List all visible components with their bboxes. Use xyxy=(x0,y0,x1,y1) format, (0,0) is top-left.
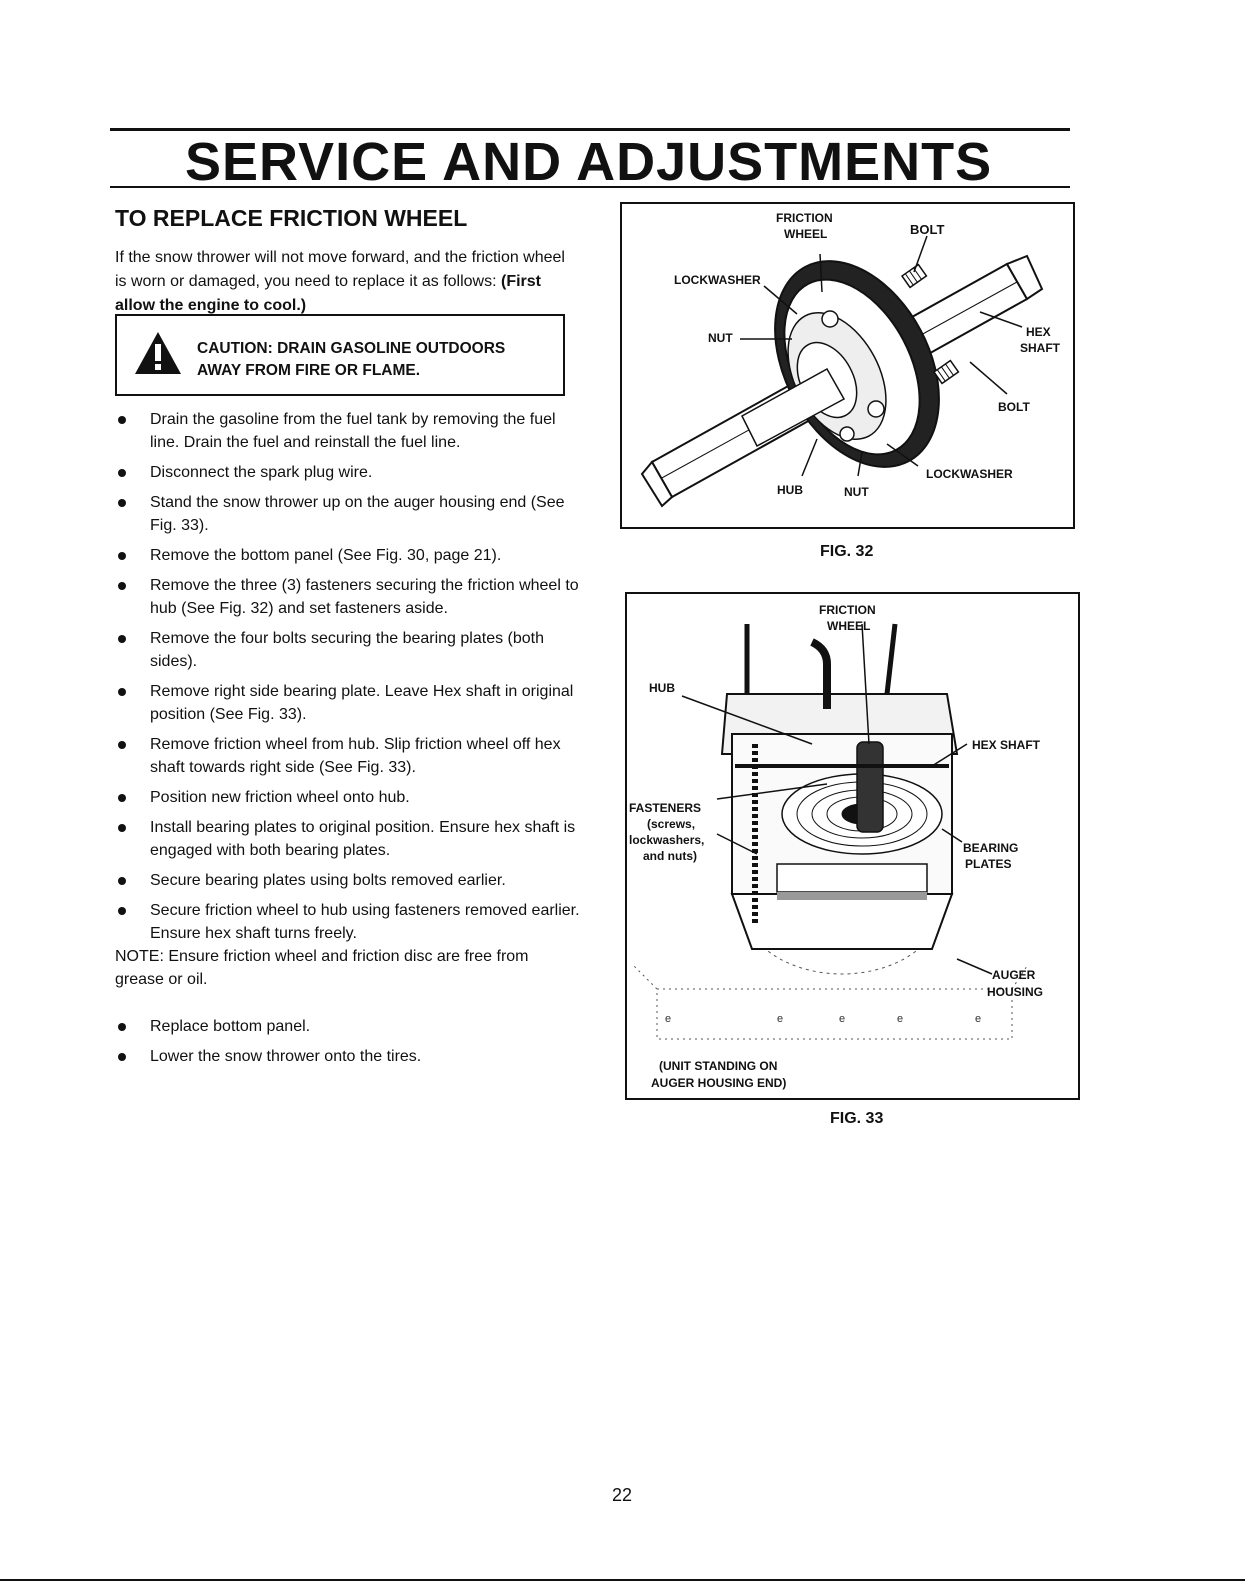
page-number: 22 xyxy=(612,1485,633,1505)
final-instruction-list: Replace bottom panel. Lower the snow thr… xyxy=(115,1015,580,1075)
label-bolt-right: BOLT xyxy=(998,400,1030,414)
intro-paragraph: If the snow thrower will not move forwar… xyxy=(115,246,575,318)
caution-line-1: CAUTION: DRAIN GASOLINE OUTDOORS xyxy=(197,340,506,357)
label-shaft: SHAFT xyxy=(1020,341,1061,355)
label-unit-standing-1: (UNIT STANDING ON xyxy=(659,1059,777,1073)
label-nut-left: NUT xyxy=(708,331,733,345)
list-item: Lower the snow thrower onto the tires. xyxy=(115,1045,580,1068)
list-item: Secure friction wheel to hub using faste… xyxy=(115,899,580,945)
figure-33: e e e e e FRICTION xyxy=(625,592,1080,1100)
top-rule xyxy=(110,128,1070,131)
label-fasteners: FASTENERS xyxy=(629,801,701,815)
note-text: NOTE: Ensure friction wheel and friction… xyxy=(115,948,529,988)
bottom-rule xyxy=(0,1579,1245,1581)
list-item: Secure bearing plates using bolts remove… xyxy=(115,869,580,892)
label-screws: (screws, xyxy=(647,817,695,831)
caution-line-2: AWAY FROM FIRE OR FLAME. xyxy=(197,362,421,379)
intro-bold-text: (First allow the engine to cool.) xyxy=(115,273,541,314)
svg-text:e: e xyxy=(665,1013,671,1025)
fig32-caption: FIG. 32 xyxy=(820,543,874,560)
label-and-nuts: and nuts) xyxy=(643,849,697,863)
label-nut-bottom: NUT xyxy=(844,485,869,499)
label-hex: HEX xyxy=(1026,325,1051,339)
label-friction: FRICTION xyxy=(819,603,876,617)
page-title: SERVICE AND ADJUSTMENTS xyxy=(185,132,993,192)
section-heading: TO REPLACE FRICTION WHEEL xyxy=(115,205,468,231)
warning-triangle-icon xyxy=(135,332,181,374)
instruction-list: Drain the gasoline from the fuel tank by… xyxy=(115,408,580,952)
fig33-caption: FIG. 33 xyxy=(830,1110,884,1127)
list-item: Stand the snow thrower up on the auger h… xyxy=(115,491,580,537)
list-item: Remove right side bearing plate. Leave H… xyxy=(115,680,580,726)
unit-standing-diagram: e e e e e FRICTION xyxy=(629,603,1043,1090)
list-item: Remove the four bolts securing the beari… xyxy=(115,627,580,673)
label-hex-shaft: HEX SHAFT xyxy=(972,738,1041,752)
label-lockwasher-bottom: LOCKWASHER xyxy=(926,467,1013,481)
label-lockwashers: lockwashers, xyxy=(629,833,704,847)
friction-wheel-diagram: FRICTION WHEEL BOLT LOCKWASHER NUT HEX S… xyxy=(640,211,1061,508)
label-bearing: BEARING xyxy=(963,841,1018,855)
caution-box: CAUTION: DRAIN GASOLINE OUTDOORS AWAY FR… xyxy=(115,314,565,396)
svg-text:e: e xyxy=(777,1013,783,1025)
intro-text: If the snow thrower will not move forwar… xyxy=(115,249,565,290)
svg-text:e: e xyxy=(897,1013,903,1025)
caution-text: CAUTION: DRAIN GASOLINE OUTDOORS AWAY FR… xyxy=(197,338,505,382)
list-item: Replace bottom panel. xyxy=(115,1015,580,1038)
label-wheel: WHEEL xyxy=(827,619,870,633)
list-item: Remove friction wheel from hub. Slip fri… xyxy=(115,733,580,779)
list-item: Disconnect the spark plug wire. xyxy=(115,461,580,484)
label-plates: PLATES xyxy=(965,857,1011,871)
list-item: Remove the three (3) fasteners securing … xyxy=(115,574,580,620)
label-housing: HOUSING xyxy=(987,985,1043,999)
list-item: Install bearing plates to original posit… xyxy=(115,816,580,862)
label-unit-standing-2: AUGER HOUSING END) xyxy=(651,1076,786,1090)
title-rule xyxy=(110,186,1070,188)
svg-text:e: e xyxy=(975,1013,981,1025)
label-wheel: WHEEL xyxy=(784,227,827,241)
label-hub: HUB xyxy=(777,483,803,497)
label-friction: FRICTION xyxy=(776,211,833,225)
label-hub: HUB xyxy=(649,681,675,695)
label-lockwasher-top: LOCKWASHER xyxy=(674,273,761,287)
list-item: Position new friction wheel onto hub. xyxy=(115,786,580,809)
list-item: Drain the gasoline from the fuel tank by… xyxy=(115,408,580,454)
svg-text:e: e xyxy=(839,1013,845,1025)
figure-32: FRICTION WHEEL BOLT LOCKWASHER NUT HEX S… xyxy=(620,202,1075,529)
list-item: Remove the bottom panel (See Fig. 30, pa… xyxy=(115,544,580,567)
label-bolt-top: BOLT xyxy=(910,222,944,237)
label-auger: AUGER xyxy=(992,968,1036,982)
